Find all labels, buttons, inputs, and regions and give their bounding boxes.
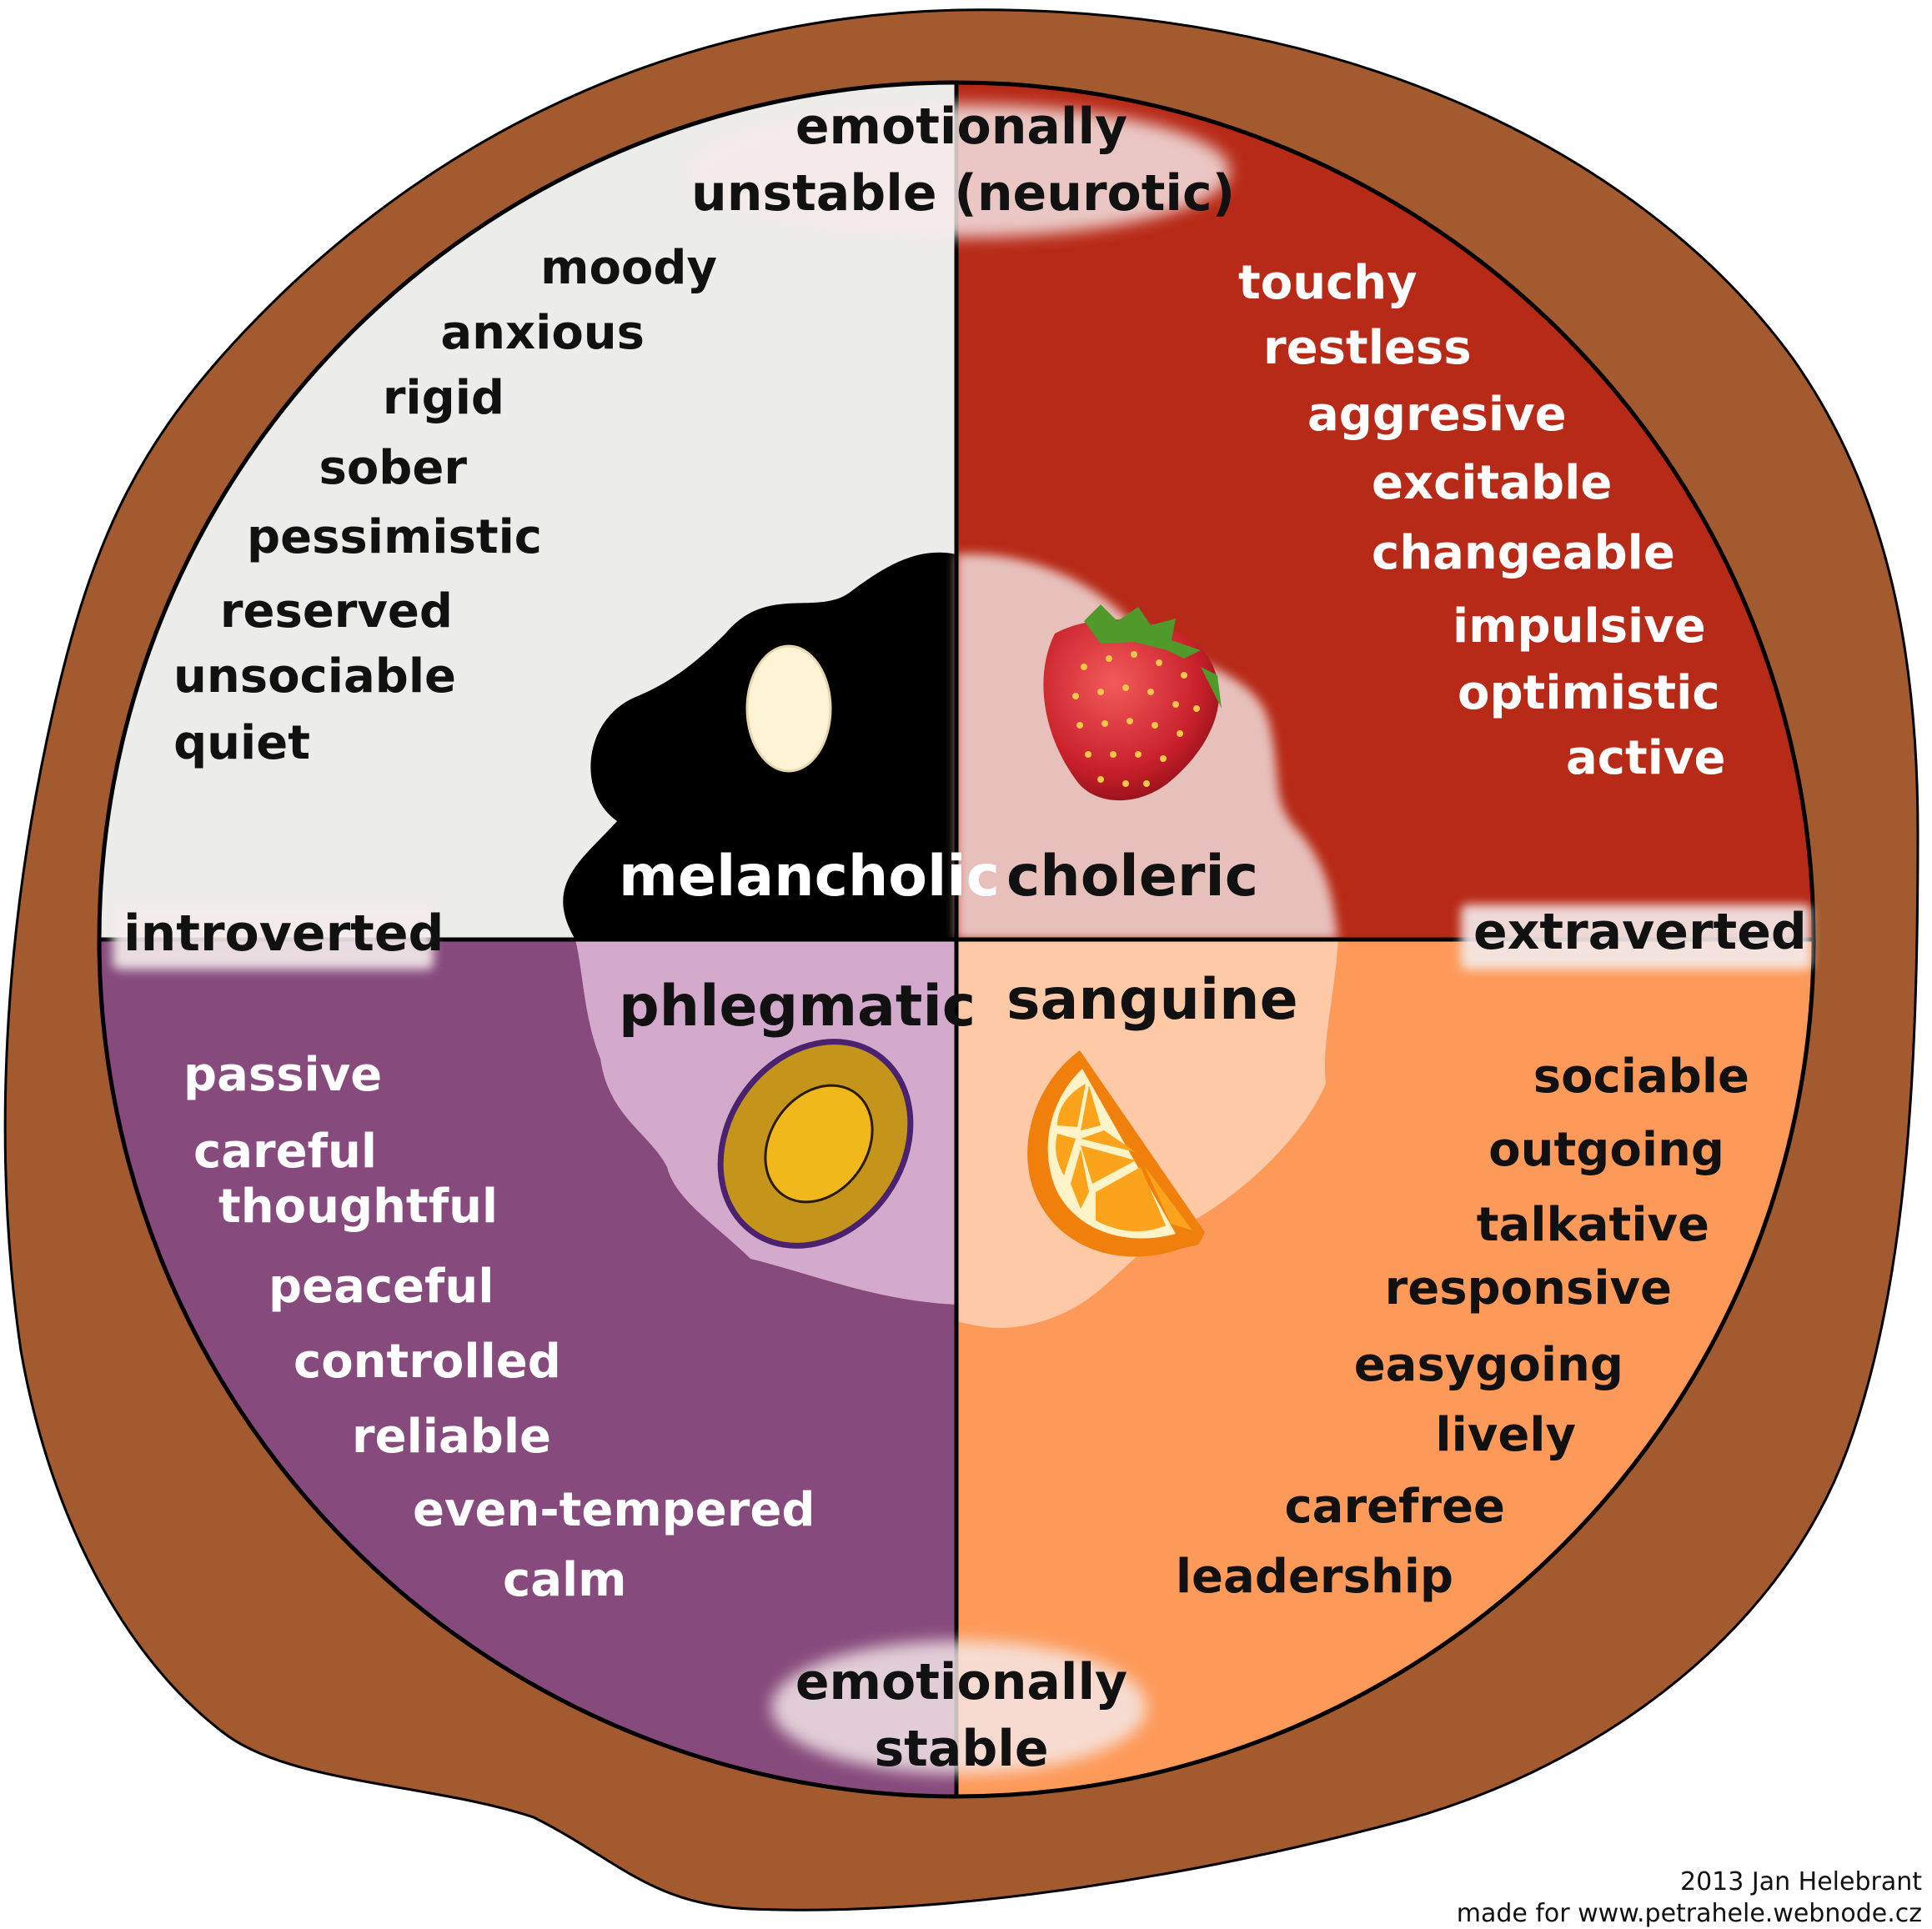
top-axis-halo <box>688 104 1230 238</box>
axis-label-left: introverted <box>123 904 444 963</box>
axis-label-bottom-line1: emotionally <box>795 1653 1127 1711</box>
temperament-choleric: choleric <box>1006 844 1258 909</box>
melancholic-trait: unsociable <box>173 649 456 704</box>
phlegmatic-trait: thoughtful <box>218 1180 498 1234</box>
phlegmatic-trait: careful <box>193 1125 377 1179</box>
choleric-trait: changeable <box>1372 526 1675 580</box>
sanguine-blob <box>956 939 1338 1328</box>
temperament-phlegmatic: phlegmatic <box>619 974 976 1040</box>
melancholic-trait: quiet <box>173 716 310 770</box>
melancholic-trait: sober <box>319 441 468 495</box>
melancholic-trait: anxious <box>440 306 645 360</box>
plum-icon <box>717 1039 914 1249</box>
phlegmatic-trait: passive <box>183 1048 382 1102</box>
left-axis-halo <box>113 904 434 970</box>
sanguine-trait: responsive <box>1385 1261 1672 1315</box>
choleric-traits: touchy restless aggresive excitable changeab… <box>1238 256 1725 785</box>
phlegmatic-trait: calm <box>503 1553 627 1607</box>
sanguine-trait: easygoing <box>1354 1338 1623 1392</box>
choleric-trait: restless <box>1263 321 1472 375</box>
axis-label-bottom-line2: stable <box>874 1720 1048 1778</box>
axis-label-right: extraverted <box>1473 903 1807 961</box>
orange-slice-icon <box>1027 1050 1205 1257</box>
right-axis-halo <box>1461 904 1811 970</box>
sanguine-trait: talkative <box>1477 1198 1709 1252</box>
bottom-axis-halo <box>771 1641 1147 1774</box>
credit-line2: made for www.petrahele.webnode.cz <box>1457 1899 1922 1928</box>
melancholic-trait: reserved <box>220 584 453 639</box>
choleric-trait: optimistic <box>1458 666 1720 720</box>
choleric-trait: active <box>1566 731 1725 785</box>
choleric-trait: touchy <box>1238 256 1418 310</box>
melancholic-trait: rigid <box>383 371 504 425</box>
melancholic-traits: moody anxious rigid sober pessimistic reserve… <box>173 241 717 770</box>
sanguine-trait: leadership <box>1176 1550 1453 1604</box>
sanguine-trait: outgoing <box>1488 1123 1724 1177</box>
sanguine-trait: sociable <box>1533 1050 1749 1104</box>
axis-label-top-line1: emotionally <box>795 98 1127 156</box>
sanguine-trait: lively <box>1435 1408 1576 1462</box>
melancholic-trait: moody <box>540 241 717 295</box>
black-stone-icon <box>745 644 832 773</box>
phlegmatic-trait: even-tempered <box>413 1483 815 1537</box>
melancholic-trait: pessimistic <box>247 510 542 564</box>
phlegmatic-trait: controlled <box>294 1335 561 1389</box>
sanguine-trait: carefree <box>1284 1480 1505 1534</box>
temperament-sanguine: sanguine <box>1006 967 1298 1033</box>
phlegmatic-trait: peaceful <box>268 1260 494 1314</box>
sanguine-traits: sociable outgoing talkative responsive easyg… <box>1176 1050 1749 1604</box>
phlegmatic-trait: reliable <box>352 1410 551 1464</box>
choleric-trait: aggresive <box>1307 388 1567 442</box>
choleric-trait: impulsive <box>1453 599 1706 654</box>
temperament-melancholic: melancholic <box>619 844 1000 909</box>
axis-label-top-line2: unstable (neurotic) <box>691 164 1235 223</box>
choleric-trait: excitable <box>1372 456 1612 510</box>
credit-line1: 2013 Jan Helebrant <box>1680 1867 1922 1896</box>
strawberry-icon <box>1043 604 1222 801</box>
